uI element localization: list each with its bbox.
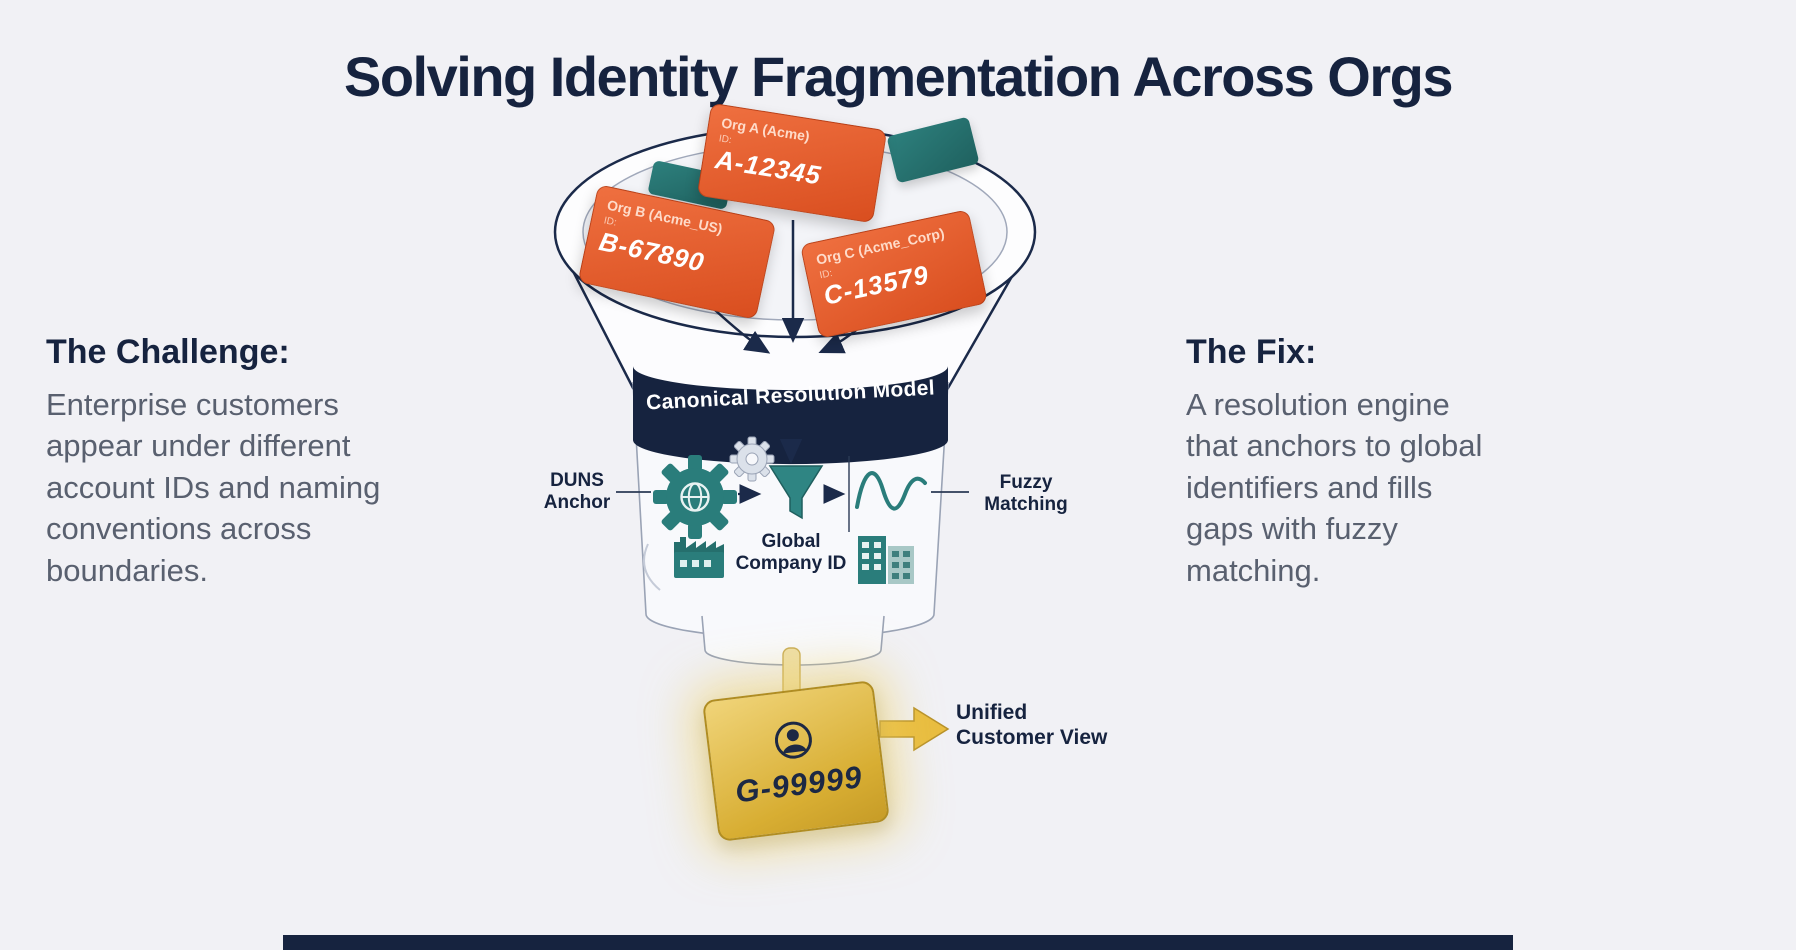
- person-icon: [774, 721, 812, 759]
- fuzzy-matching-label: Fuzzy Matching: [984, 472, 1068, 515]
- unified-id-card: G-99999: [701, 680, 891, 842]
- resolution-band: [633, 366, 948, 465]
- buildings-icon: [858, 536, 914, 584]
- global-company-id-label: Global Company ID: [735, 531, 847, 574]
- challenge-panel: The Challenge: Enterprise customers appe…: [46, 330, 476, 591]
- footer-bar: [283, 935, 1513, 950]
- globe-icon: [680, 482, 710, 512]
- fix-body: A resolution engine that anchors to glob…: [1186, 386, 1483, 588]
- wave-icon: [855, 471, 927, 511]
- duns-anchor-label: DUNS Anchor: [543, 470, 611, 513]
- page-title: Solving Identity Fragmentation Across Or…: [344, 44, 1454, 108]
- challenge-body: Enterprise customers appear under differ…: [46, 386, 381, 588]
- unified-arrow-icon: [879, 706, 950, 752]
- stage-connectors: [616, 456, 969, 532]
- factory-icon: [674, 537, 724, 578]
- unified-customer-view-label: Unified Customer View: [956, 701, 1108, 750]
- unified-id-value: G-99999: [733, 759, 865, 810]
- small-gear-icon: [729, 436, 775, 482]
- mini-funnel-icon: [768, 465, 824, 520]
- gear-icon: [653, 455, 737, 539]
- fix-heading: The Fix:: [1186, 333, 1317, 371]
- fix-panel: The Fix: A resolution engine that anchor…: [1186, 330, 1546, 591]
- recycle-curve: [643, 543, 661, 591]
- challenge-heading: The Challenge:: [46, 333, 290, 371]
